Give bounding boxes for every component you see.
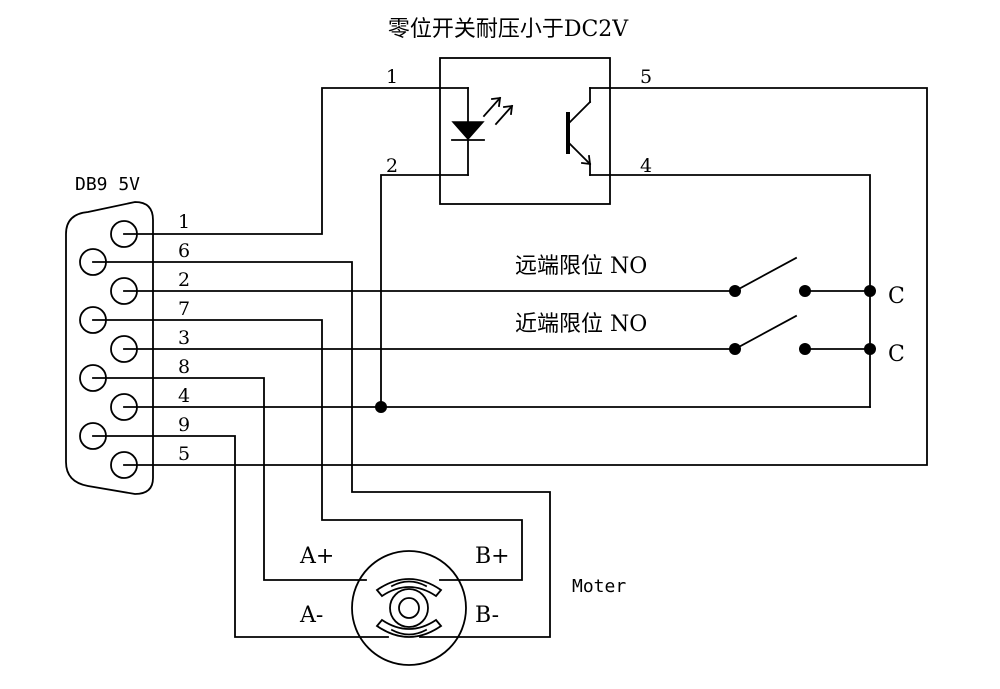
motor-b-plus-label: B+ (475, 544, 510, 569)
led-icon (451, 87, 485, 176)
wires (92, 87, 928, 638)
pin-label-4: 4 (178, 385, 190, 407)
motor-label: Moter (572, 576, 626, 597)
db9-connector-outline (65, 201, 154, 495)
near-switch-common-label: C (888, 342, 905, 367)
far-switch-label: 远端限位 NO (515, 254, 647, 279)
wire-pin8-a-plus (92, 377, 367, 581)
near-switch-label: 近端限位 NO (515, 312, 647, 337)
motor-a-minus-label: A- (299, 603, 323, 628)
opto-pin-label-5: 5 (640, 66, 652, 88)
pin-label-1: 1 (178, 211, 190, 233)
pin-label-2: 2 (178, 269, 190, 291)
phototransistor-icon (566, 87, 592, 176)
pin-label-8: 8 (178, 356, 190, 378)
far-switch-common-label: C (888, 284, 905, 309)
wire-opto2-ground (380, 174, 469, 408)
connector-label: DB9 5V (75, 174, 140, 195)
opto-pin-label-2: 2 (386, 155, 398, 177)
pin-label-9: 9 (178, 414, 190, 436)
pin-label-5: 5 (178, 443, 190, 465)
stepper-motor-icon (351, 550, 467, 666)
wire-opto5-pin5 (123, 87, 928, 466)
wire-pin9-a-minus (92, 435, 389, 638)
light-emission-arrows-icon (482, 96, 514, 126)
junction-dot (375, 401, 387, 413)
wire-opto4-common (589, 174, 871, 408)
opto-pin-label-4: 4 (640, 155, 652, 177)
motor-b-minus-label: B- (475, 603, 499, 628)
motor-a-plus-label: A+ (299, 544, 334, 569)
wire-pin7-b-plus (92, 319, 523, 581)
pin-label-6: 6 (178, 240, 190, 262)
diagram-title: 零位开关耐压小于DC2V (388, 17, 629, 42)
pin-label-3: 3 (178, 327, 190, 349)
wire-pin6-b-minus (92, 261, 551, 638)
far-limit-switch-icon (729, 256, 876, 297)
optocoupler-box (439, 57, 611, 205)
pin-label-7: 7 (178, 298, 190, 320)
near-limit-switch-icon (729, 314, 876, 355)
opto-pin-label-1: 1 (386, 66, 398, 88)
wire-pin1-opto1 (123, 87, 469, 235)
